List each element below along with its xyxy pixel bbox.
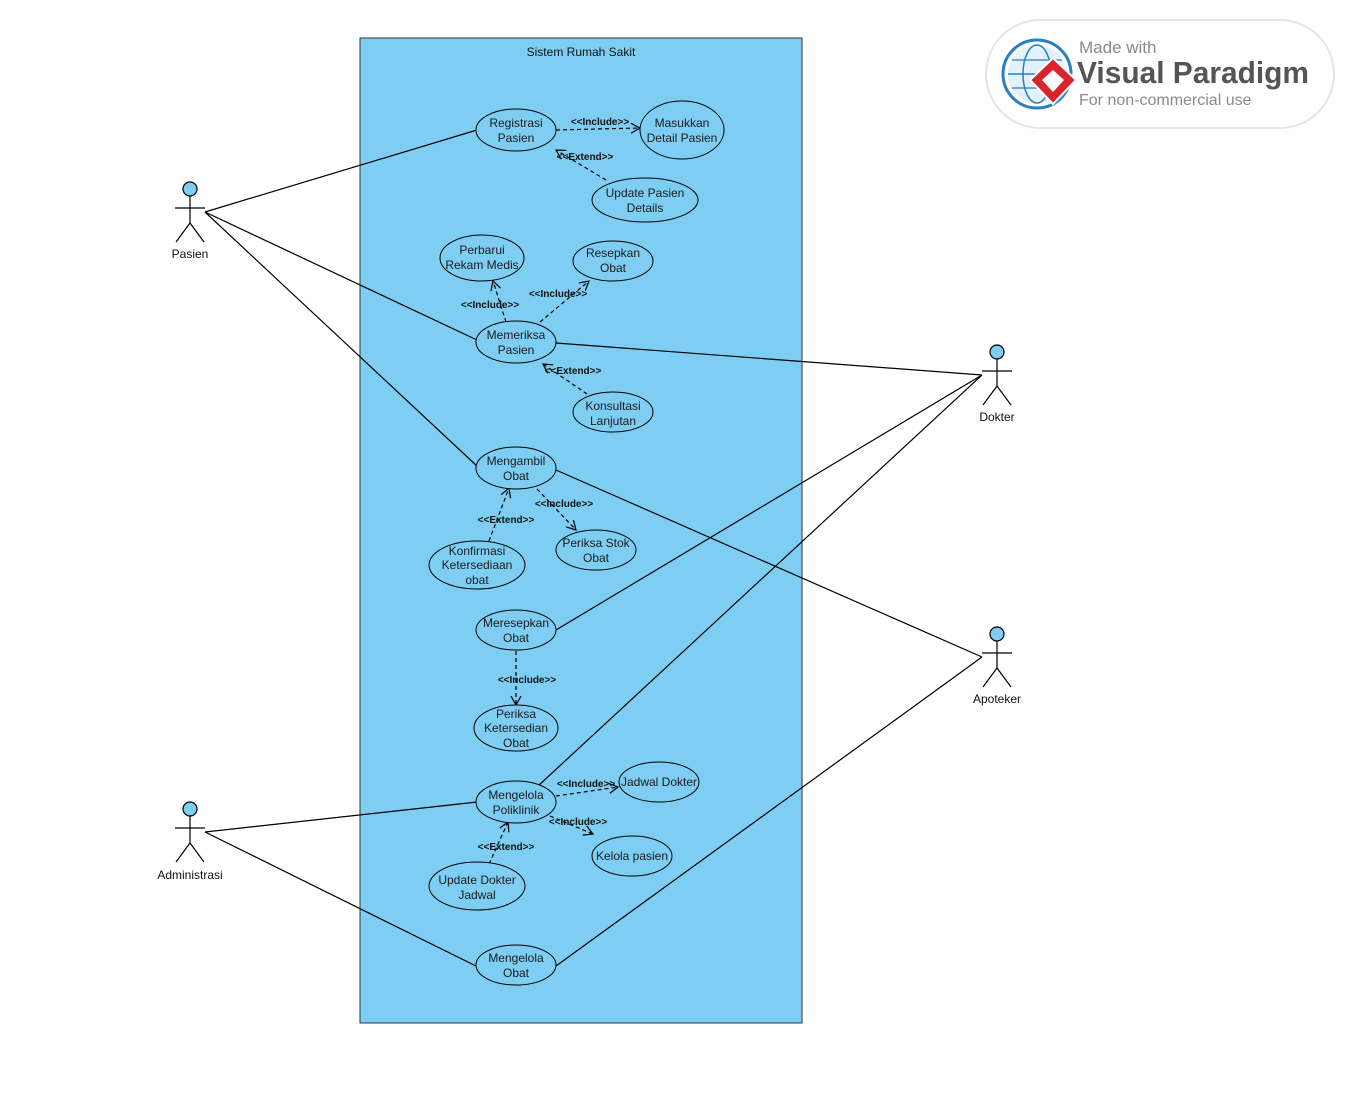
svg-text:Kelola pasien: Kelola pasien [596,849,668,863]
label-include: <<Include>> [529,289,588,300]
system-title: Sistem Rumah Sakit [527,45,636,59]
system-boundary: Sistem Rumah Sakit [359,37,803,1024]
include-arrow-mengambil-periksa-stok [536,488,577,531]
stick-figure-icon [982,626,1012,688]
label-extend: <<Extend>> [478,515,535,526]
include-arrow-memeriksa-resepkan [539,280,590,323]
label-extend: <<Extend>> [545,366,602,377]
actor-label: Administrasi [157,868,222,882]
assoc-administrasi-mengelola-obat [204,831,479,968]
label-include: <<Include>> [571,117,630,128]
actor-administrasi[interactable]: Administrasi [157,801,223,882]
assoc-administrasi-poliklinik [204,801,478,833]
extend-arrow-update-registrasi [554,149,607,181]
include-arrow-poliklinik-jadwal [555,782,620,797]
relation-labels: <<Include>> <<Extend>> <<Include>> <<Inc… [461,117,630,853]
assoc-pasien-memeriksa [204,211,478,341]
label-include: <<Include>> [549,817,608,828]
include-arrow-memeriksa-perbarui [490,279,507,323]
dependencies [488,122,642,865]
label-include: <<Include>> [535,499,594,510]
watermark-brand: Visual Paradigm [1077,55,1309,90]
extend-arrow-update-poliklinik [488,820,510,865]
actor-label: Dokter [979,410,1014,424]
globe-icon [1001,38,1078,110]
assoc-apoteker-mengelola-obat [555,656,983,967]
actor-apoteker[interactable]: Apoteker [973,626,1021,706]
watermark-made-with: Made with [1079,38,1156,57]
label-include: <<Include>> [498,675,557,686]
watermark-background [985,19,1335,129]
stick-figure-icon [175,181,205,243]
associations [204,129,983,968]
label-extend: <<Extend>> [557,152,614,163]
watermark-subtitle: For non-commercial use [1079,92,1252,109]
use-case-jadwal-dokter[interactable]: Jadwal Dokter [618,761,700,803]
stick-figure-icon [175,801,205,863]
extend-arrow-konsultasi-memeriksa [541,363,588,395]
watermark-badge: Made with Visual Paradigm For non-commer… [985,19,1335,129]
assoc-pasien-registrasi [204,129,478,213]
assoc-apoteker-mengambil [555,469,983,658]
label-include: <<Include>> [557,779,616,790]
assoc-dokter-mengelola-poliklinik [537,374,983,787]
label-extend: <<Extend>> [478,842,535,853]
include-arrow-registrasi-detail [555,122,642,134]
include-arrow-poliklinik-kelola [549,815,595,836]
actor-dokter[interactable]: Dokter [979,344,1015,424]
assoc-dokter-memeriksa [555,342,983,376]
actor-label: Apoteker [973,692,1021,706]
use-case-kelola-pasien[interactable]: Kelola pasien [591,835,673,877]
assoc-pasien-mengambil [204,211,479,468]
assoc-dokter-meresepkan [555,374,983,631]
label-include: <<Include>> [461,300,520,311]
extend-arrow-konfirmasi-mengambil [488,486,512,542]
actor-label: Pasien [172,247,209,261]
stick-figure-icon [982,344,1012,406]
svg-text:Jadwal Dokter: Jadwal Dokter [621,775,697,789]
actor-pasien[interactable]: Pasien [172,181,209,261]
system-box [359,37,803,1024]
